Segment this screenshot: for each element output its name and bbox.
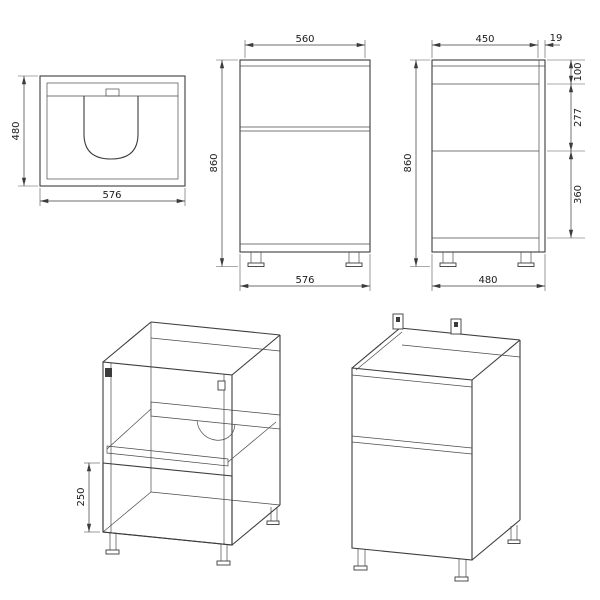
isometric-assembled-view [351, 313, 521, 582]
dim-side-bottom-depth: 480 [431, 254, 546, 291]
side-view-legs [439, 252, 535, 267]
dim-side-back-gap: 19 [545, 33, 563, 48]
isometric-open-view: 250 [76, 321, 281, 566]
dim-label-side-seg-bottom: 360 [573, 185, 584, 204]
dim-side-height: 860 [403, 59, 430, 267]
dim-label-top-view-depth: 480 [11, 121, 22, 140]
iso-assembled-drawer-divider-2 [351, 441, 473, 455]
iso-assembled-top-band [351, 374, 473, 388]
dim-label-drawer-front-height: 250 [76, 487, 87, 506]
hinge-bracket-right-icon [217, 380, 226, 391]
dim-side-top-depth: 450 [431, 34, 546, 58]
front-view-outline [239, 59, 371, 253]
dim-label-side-height: 860 [403, 153, 414, 172]
iso-open-front-frame [102, 361, 233, 546]
dim-label-side-top-depth: 450 [475, 34, 494, 45]
top-view-inner-outline [46, 82, 179, 180]
iso-assembled-back-rail [401, 344, 521, 358]
dim-label-front-top-width: 560 [295, 34, 314, 45]
dim-label-side-seg-middle: 277 [573, 108, 584, 127]
top-view: 480 576 [11, 75, 186, 206]
side-view-outline [431, 59, 546, 253]
iso-assembled-legs [353, 525, 521, 582]
iso-assembled-front-face [351, 367, 473, 561]
dim-front-bottom-width: 576 [239, 254, 371, 291]
front-view: 560 860 576 [209, 34, 371, 291]
iso-open-sink-clearance [196, 420, 236, 441]
front-view-legs [247, 252, 363, 267]
iso-open-legs [105, 507, 280, 566]
faucet-notch [105, 88, 120, 97]
iso-open-back-top-rail [150, 337, 281, 352]
dim-label-side-bottom-depth: 480 [478, 275, 497, 286]
wall-bracket-icons [392, 313, 462, 335]
dim-front-top-width: 560 [244, 34, 366, 58]
dim-top-view-width: 576 [39, 188, 186, 206]
dim-front-height: 860 [209, 59, 238, 267]
iso-open-divider-rail [106, 445, 229, 467]
iso-open-mid-rail [150, 401, 281, 430]
dim-iso-drawer-front-height: 250 [76, 462, 100, 533]
dim-label-front-bottom-width: 576 [295, 275, 314, 286]
sink-cutout-outline [83, 96, 139, 160]
hinge-bracket-left-icon [105, 368, 112, 377]
dim-top-view-depth: 480 [11, 75, 38, 187]
dim-side-segments: 100 277 360 [547, 59, 585, 239]
hatched-drawer-panel [102, 462, 233, 546]
dim-label-top-view-width: 576 [102, 190, 121, 201]
iso-assembled-drawer-divider-1 [351, 435, 473, 449]
dim-label-side-back-gap: 19 [550, 33, 563, 44]
side-view: 450 19 860 100 277 360 480 [403, 33, 585, 291]
dim-label-side-seg-top: 100 [573, 62, 584, 81]
dim-label-front-height: 860 [209, 153, 220, 172]
top-view-outer-outline [39, 75, 186, 187]
